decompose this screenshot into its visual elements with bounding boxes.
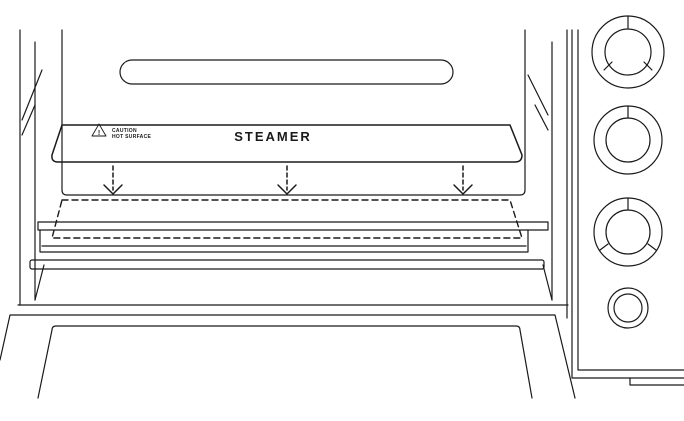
oven-door — [0, 314, 576, 399]
arrow-down-icon — [277, 165, 297, 195]
steamer-placement-outline — [51, 199, 523, 239]
arrow-down-icon — [103, 165, 123, 195]
warning-triangle-icon — [91, 123, 107, 137]
door-window — [37, 325, 533, 399]
oven-interior — [34, 41, 553, 301]
wire-rack — [29, 259, 545, 270]
warning-symbol: ! — [98, 130, 100, 137]
control-knob-icon — [591, 15, 665, 89]
steamer-plate — [51, 124, 523, 163]
control-knob-icon — [593, 105, 663, 175]
caution-label-line1: CAUTION — [112, 128, 137, 134]
control-panel — [571, 15, 684, 386]
oven-body — [17, 29, 569, 319]
arrow-down-icon — [453, 165, 473, 195]
caution-label-line2: HOT SURFACE — [112, 134, 151, 140]
control-knob-icon — [607, 287, 649, 329]
control-knob-icon — [593, 197, 663, 267]
baking-tray — [37, 221, 549, 253]
top-heating-element — [119, 59, 454, 85]
steamer-title: STEAMER — [234, 129, 312, 144]
